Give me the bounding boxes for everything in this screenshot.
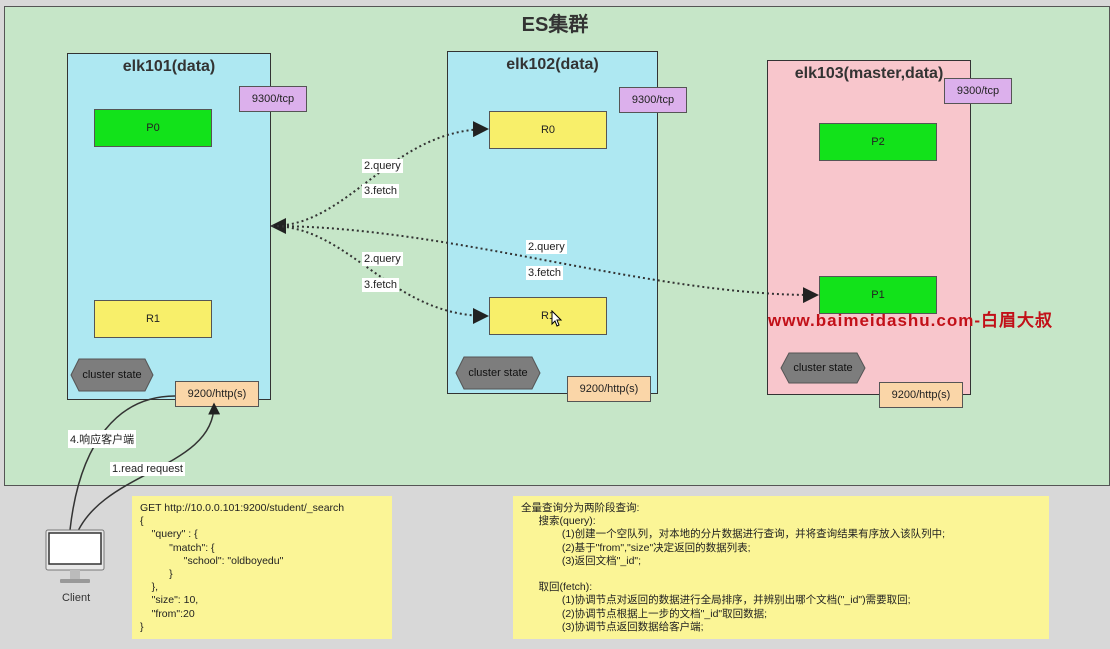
explain-line: 全量查询分为两阶段查询:	[521, 502, 640, 514]
http-port-badge: 9200/http(s)	[175, 381, 259, 407]
explain-line: 搜索(query):	[521, 515, 596, 528]
edge-label-fetch: 3.fetch	[362, 184, 400, 198]
explain-line	[521, 568, 1041, 581]
http-port-badge: 9200/http(s)	[879, 382, 963, 408]
edge-to-p1	[271, 225, 819, 304]
request-line: "size": 10,	[140, 594, 199, 607]
hexagon-icon	[780, 352, 866, 384]
request-note: GET http://10.0.0.101:9200/student/_sear…	[132, 496, 392, 639]
tcp-port-badge: 9300/tcp	[944, 78, 1012, 104]
edge-label-fetch: 3.fetch	[362, 278, 400, 292]
request-line: "match": {	[140, 541, 215, 554]
request-line: "from":20	[140, 607, 195, 620]
explain-line: (2)基于"from","size"决定返回的数据列表;	[521, 541, 751, 554]
monitor-icon	[45, 529, 105, 583]
explain-line: (1)创建一个空队列，对本地的分片数据进行查询，并将查询结果有序放入该队列中;	[521, 528, 946, 541]
edge-label-fetch: 3.fetch	[526, 266, 564, 280]
edge-label-request: 1.read request	[110, 462, 185, 476]
node-title: elk101(data)	[122, 58, 216, 75]
edge-to-r0	[270, 121, 489, 234]
cluster-state-label: cluster state	[468, 367, 528, 379]
request-line: {	[140, 515, 144, 528]
explain-line: 取回(fetch):	[521, 581, 593, 594]
node-title: elk103(master,data)	[794, 65, 944, 82]
hexagon-icon	[70, 358, 154, 392]
request-line: "school": "oldboyedu"	[140, 554, 284, 567]
shard-p1: P1	[819, 276, 937, 314]
edge-label-query: 2.query	[526, 240, 567, 254]
shard-r1: R1	[489, 297, 607, 335]
cluster-state-label: cluster state	[82, 369, 142, 381]
client-label: Client	[62, 592, 91, 604]
explain-line: (1)协调节点对返回的数据进行全局排序，并辨别出哪个文档("_id")需要取回;	[521, 594, 911, 607]
edge-label-query: 2.query	[362, 252, 403, 266]
explain-line: (2)协调节点根据上一步的文档"_id"取回数据;	[521, 607, 768, 620]
request-line: "query" : {	[140, 528, 198, 541]
shard-p0: P0	[94, 109, 212, 147]
edge-to-r1	[271, 225, 489, 324]
cluster-title: ES集群	[521, 14, 589, 36]
cluster-state-label: cluster state	[793, 362, 853, 374]
node-title: elk102(data)	[506, 56, 599, 73]
tcp-port-badge: 9300/tcp	[619, 87, 687, 113]
explain-line: (3)返回文档"_id";	[521, 554, 642, 567]
explain-line: (3)协调节点返回数据给客户端;	[521, 620, 704, 633]
http-port-badge: 9200/http(s)	[567, 376, 651, 402]
shard-r0: R0	[489, 111, 607, 149]
request-line: GET http://10.0.0.101:9200/student/_sear…	[140, 502, 345, 514]
shard-r1: R1	[94, 300, 212, 338]
edge-label-response: 4.响应客户端	[68, 430, 137, 448]
hexagon-icon	[455, 356, 541, 390]
watermark: www.baimeidashu.com-白眉大叔	[768, 311, 1054, 330]
tcp-port-badge: 9300/tcp	[239, 86, 307, 112]
request-line: },	[140, 581, 159, 594]
cursor-icon	[551, 310, 563, 327]
edge-label-query: 2.query	[362, 159, 403, 173]
node-elk103: elk103(master,data)	[767, 60, 971, 395]
request-line: }	[140, 567, 173, 580]
explain-note: 全量查询分为两阶段查询: 搜索(query): (1)创建一个空队列，对本地的分…	[513, 496, 1049, 639]
request-line: }	[140, 620, 144, 633]
edge-response	[69, 395, 176, 531]
shard-p2: P2	[819, 123, 937, 161]
